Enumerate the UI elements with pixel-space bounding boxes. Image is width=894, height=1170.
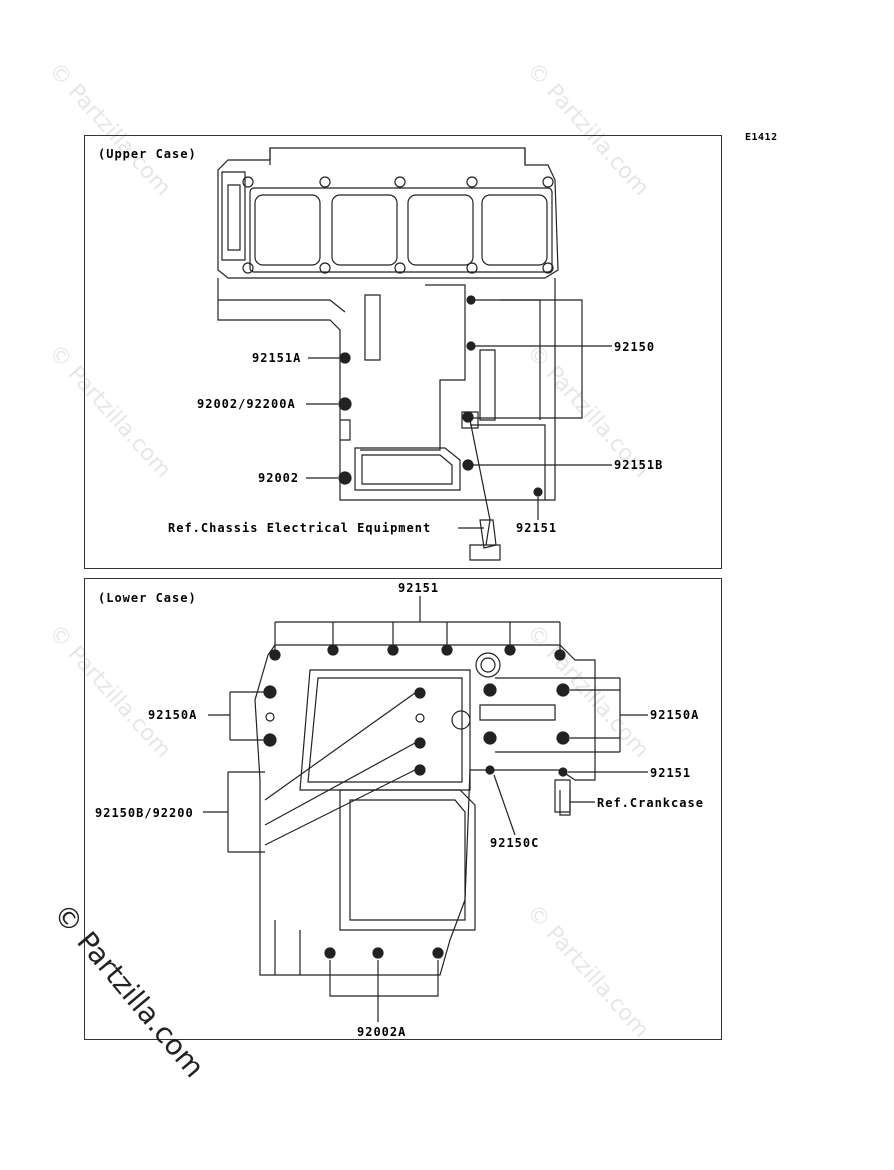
ref-crankcase: Ref.Crankcase: [597, 796, 704, 810]
part-label-92150A-right: 92150A: [650, 708, 700, 722]
part-label-92151A: 92151A: [252, 351, 302, 365]
part-label-92002: 92002: [258, 471, 300, 485]
lower-case-title: (Lower Case): [98, 591, 197, 605]
part-label-92002-92200A: 92002/92200A: [197, 397, 296, 411]
part-label-92151B: 92151B: [614, 458, 664, 472]
ref-chassis-electrical-equipment: Ref.Chassis Electrical Equipment: [168, 521, 432, 535]
part-label-92002A: 92002A: [357, 1025, 407, 1039]
lower-case-panel: [84, 578, 722, 1040]
upper-case-panel: [84, 135, 722, 569]
upper-case-title: (Upper Case): [98, 147, 197, 161]
part-label-92151-top: 92151: [398, 581, 440, 595]
part-label-92150A-left: 92150A: [148, 708, 198, 722]
part-label-92150: 92150: [614, 340, 656, 354]
diagram-code: E1412: [745, 132, 778, 143]
part-label-92150B-92200: 92150B/92200: [95, 806, 194, 820]
part-label-92150C: 92150C: [490, 836, 540, 850]
part-label-92151-right: 92151: [650, 766, 692, 780]
part-label-92151: 92151: [516, 521, 558, 535]
